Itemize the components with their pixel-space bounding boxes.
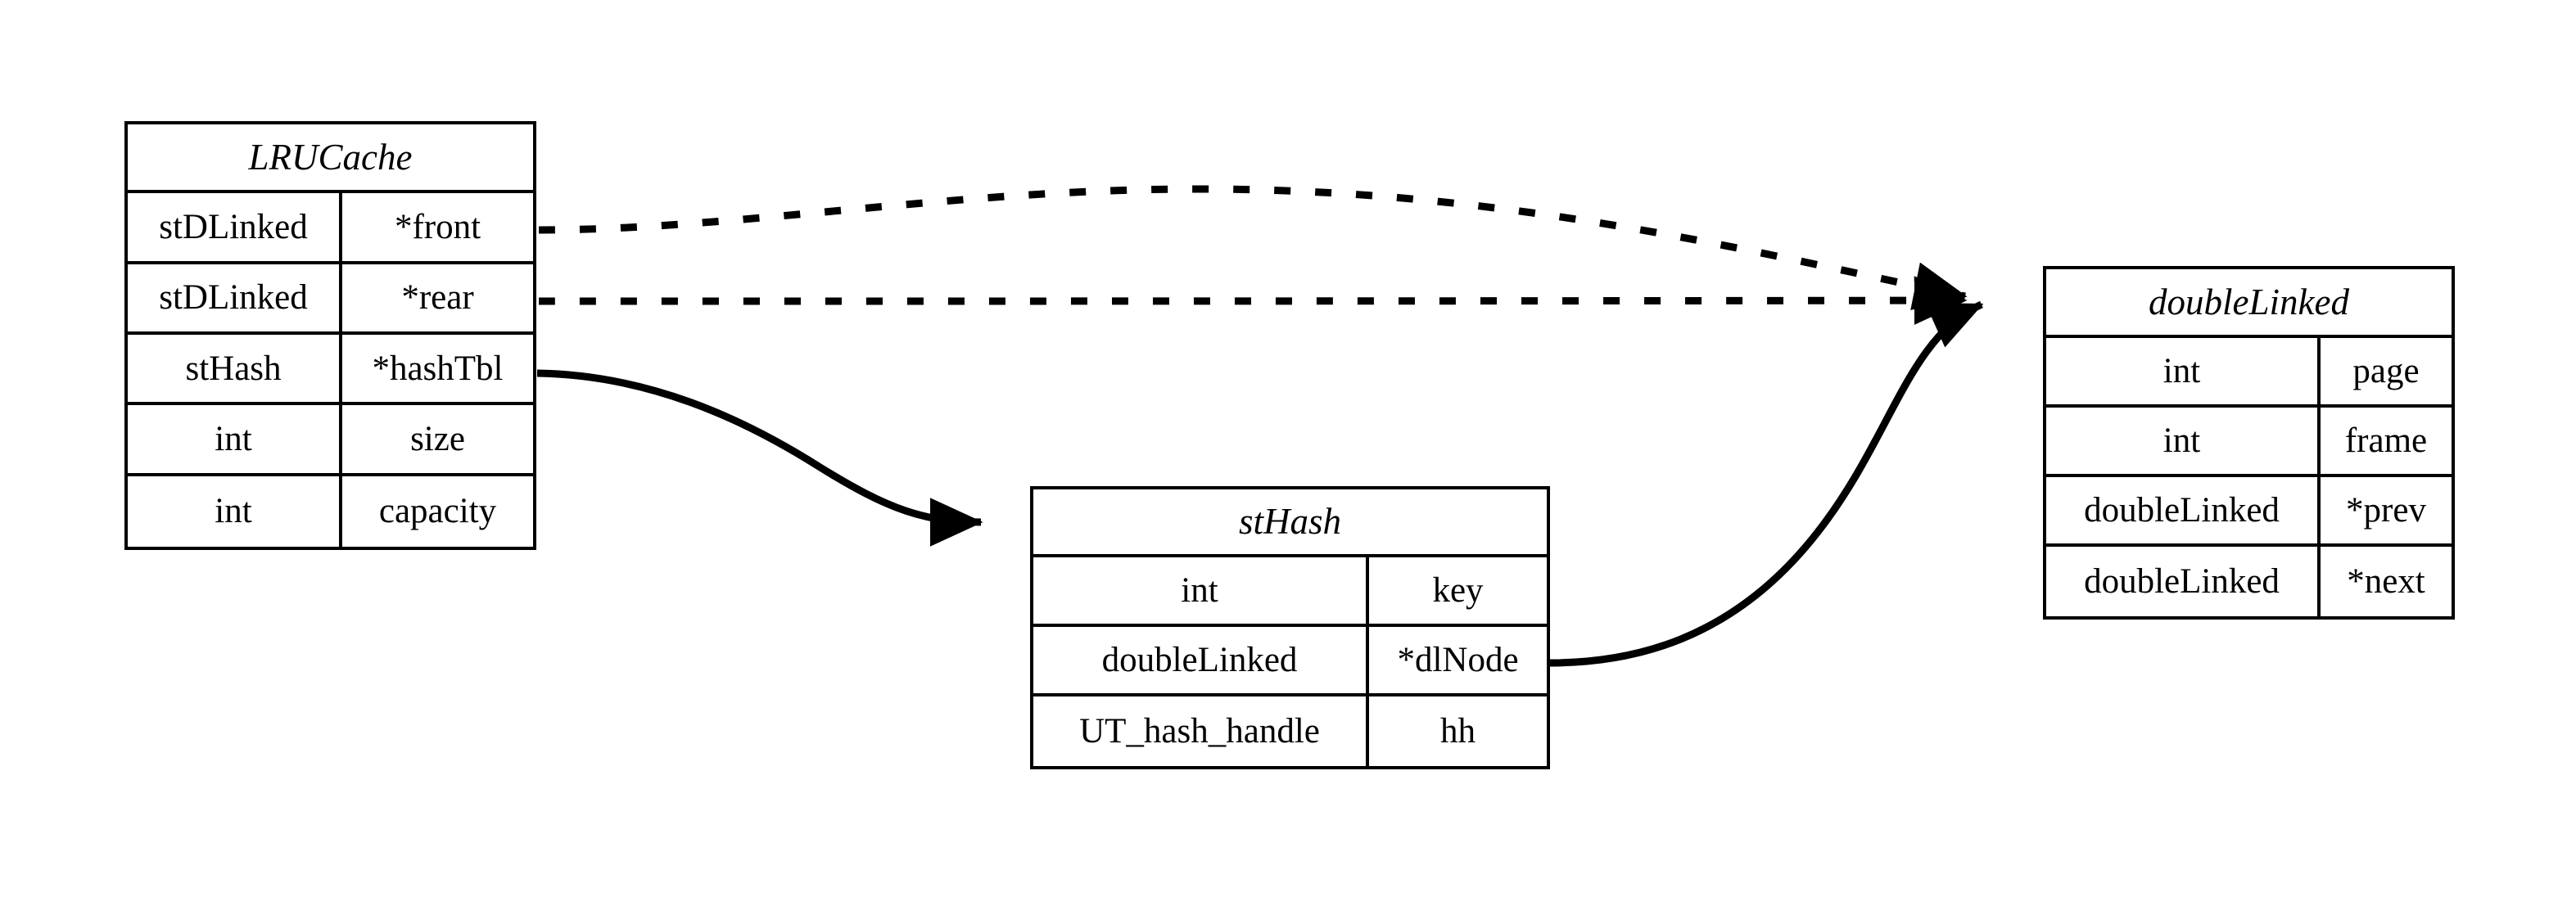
field-type: int	[128, 405, 342, 473]
field-row[interactable]: int frame	[2046, 408, 2452, 478]
field-name: hh	[1440, 712, 1476, 751]
field-name: *dlNode	[1397, 641, 1519, 680]
field-name: *next	[2347, 561, 2425, 601]
class-box-lrucache[interactable]: LRUCache stDLinked *front stDLinked *rea…	[124, 121, 536, 550]
field-row[interactable]: stDLinked *rear	[128, 264, 533, 336]
edge-hashtbl-to-sthash	[536, 369, 983, 547]
field-type: stDLinked	[128, 264, 342, 332]
class-box-doublelinked[interactable]: doubleLinked int page int frame doubleLi…	[2043, 266, 2455, 620]
field-type: int	[1033, 557, 1369, 624]
field-row[interactable]: int key	[1033, 557, 1547, 628]
field-row[interactable]: UT_hash_handle hh	[1033, 696, 1547, 767]
field-row[interactable]: doubleLinked *dlNode	[1033, 627, 1547, 697]
field-name: *hashTbl	[372, 349, 504, 388]
field-row[interactable]: int capacity	[128, 476, 533, 548]
field-type: UT_hash_handle	[1033, 696, 1369, 767]
field-row[interactable]: int page	[2046, 338, 2452, 408]
field-name: page	[2352, 352, 2420, 391]
edge-front-to-doublelinked	[538, 185, 1968, 311]
field-type: doubleLinked	[1033, 627, 1369, 694]
field-type: stHash	[128, 335, 342, 403]
field-name: size	[410, 420, 465, 459]
class-title-doublelinked: doubleLinked	[2046, 269, 2452, 339]
field-type: int	[128, 476, 342, 548]
field-name: key	[1432, 571, 1484, 611]
field-name: *rear	[401, 278, 474, 318]
field-name: frame	[2344, 421, 2428, 461]
class-title-sthash: stHash	[1033, 489, 1547, 558]
field-row[interactable]: doubleLinked *next	[2046, 547, 2452, 616]
field-row[interactable]: doubleLinked *prev	[2046, 477, 2452, 548]
field-name: capacity	[378, 492, 497, 531]
field-name: *front	[394, 208, 481, 247]
field-type: int	[2046, 408, 2321, 475]
field-type: int	[2046, 338, 2321, 405]
field-row[interactable]: int size	[128, 405, 533, 476]
field-row[interactable]: stHash *hashTbl	[128, 335, 533, 406]
field-type: doubleLinked	[2046, 547, 2321, 616]
edge-rear-to-doublelinked	[538, 276, 1968, 325]
class-title-lrucache: LRUCache	[128, 124, 533, 194]
edge-dlnode-to-doublelinked	[1549, 300, 1984, 667]
field-name: *prev	[2346, 491, 2426, 530]
field-row[interactable]: stDLinked *front	[128, 193, 533, 264]
field-type: stDLinked	[128, 193, 342, 261]
class-box-sthash[interactable]: stHash int key doubleLinked *dlNode UT_h…	[1030, 486, 1550, 769]
field-type: doubleLinked	[2046, 477, 2321, 544]
